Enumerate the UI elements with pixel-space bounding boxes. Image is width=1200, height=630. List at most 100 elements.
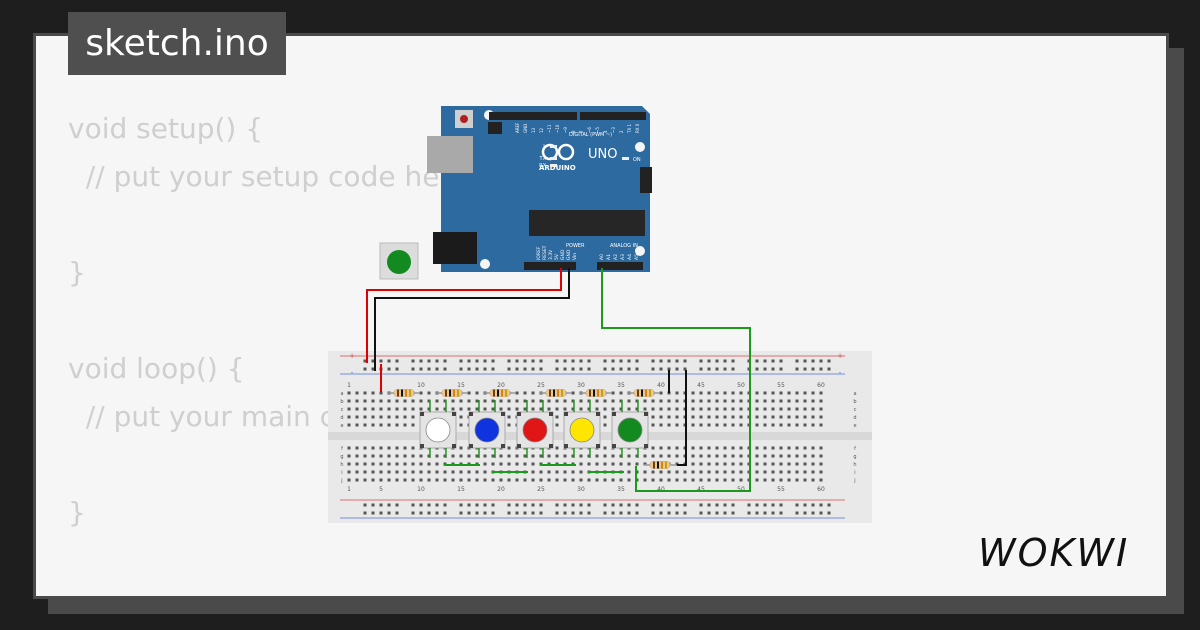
breadboard-hole[interactable] <box>347 470 351 474</box>
breadboard-hole[interactable] <box>371 470 375 474</box>
breadboard-hole[interactable] <box>691 454 695 458</box>
breadboard-hole[interactable] <box>763 423 767 427</box>
breadboard-hole[interactable] <box>403 407 407 411</box>
rail-hole[interactable] <box>435 367 439 371</box>
breadboard-hole[interactable] <box>731 446 735 450</box>
breadboard-hole[interactable] <box>779 470 783 474</box>
rail-hole[interactable] <box>363 359 367 363</box>
breadboard-hole[interactable] <box>787 478 791 482</box>
breadboard-hole[interactable] <box>731 415 735 419</box>
rail-hole[interactable] <box>619 367 623 371</box>
breadboard-hole[interactable] <box>411 399 415 403</box>
breadboard-hole[interactable] <box>795 462 799 466</box>
breadboard-hole[interactable] <box>771 454 775 458</box>
breadboard-hole[interactable] <box>811 478 815 482</box>
breadboard-hole[interactable] <box>811 446 815 450</box>
breadboard-hole[interactable] <box>811 415 815 419</box>
breadboard-hole[interactable] <box>739 470 743 474</box>
breadboard-hole[interactable] <box>779 462 783 466</box>
breadboard-hole[interactable] <box>651 478 655 482</box>
breadboard-hole[interactable] <box>587 454 591 458</box>
breadboard-hole[interactable] <box>403 478 407 482</box>
breadboard-hole[interactable] <box>771 391 775 395</box>
rail-hole[interactable] <box>587 367 591 371</box>
breadboard-hole[interactable] <box>387 446 391 450</box>
rail-hole[interactable] <box>699 367 703 371</box>
breadboard-hole[interactable] <box>491 407 495 411</box>
breadboard-hole[interactable] <box>683 470 687 474</box>
breadboard-hole[interactable] <box>819 454 823 458</box>
breadboard-hole[interactable] <box>707 454 711 458</box>
breadboard-hole[interactable] <box>563 478 567 482</box>
breadboard-hole[interactable] <box>515 391 519 395</box>
breadboard-hole[interactable] <box>795 423 799 427</box>
breadboard-hole[interactable] <box>515 407 519 411</box>
breadboard-hole[interactable] <box>499 407 503 411</box>
breadboard-hole[interactable] <box>507 478 511 482</box>
breadboard-hole[interactable] <box>723 446 727 450</box>
breadboard-hole[interactable] <box>635 407 639 411</box>
breadboard-hole[interactable] <box>699 399 703 403</box>
spare-pushbutton[interactable] <box>379 242 419 280</box>
breadboard-hole[interactable] <box>627 407 631 411</box>
breadboard-hole[interactable] <box>379 399 383 403</box>
breadboard-hole[interactable] <box>763 391 767 395</box>
rail-hole[interactable] <box>619 503 623 507</box>
breadboard-hole[interactable] <box>451 407 455 411</box>
rail-hole[interactable] <box>635 359 639 363</box>
breadboard-hole[interactable] <box>347 446 351 450</box>
rail-hole[interactable] <box>427 503 431 507</box>
breadboard-hole[interactable] <box>723 407 727 411</box>
breadboard-hole[interactable] <box>387 478 391 482</box>
breadboard-hole[interactable] <box>611 478 615 482</box>
breadboard-hole[interactable] <box>707 478 711 482</box>
file-tab[interactable]: sketch.ino <box>68 12 286 75</box>
rail-hole[interactable] <box>763 503 767 507</box>
breadboard-hole[interactable] <box>563 407 567 411</box>
breadboard-hole[interactable] <box>667 399 671 403</box>
rail-hole[interactable] <box>579 503 583 507</box>
rail-hole[interactable] <box>491 503 495 507</box>
rail-hole[interactable] <box>531 511 535 515</box>
breadboard-hole[interactable] <box>571 454 575 458</box>
breadboard-hole[interactable] <box>707 399 711 403</box>
breadboard-hole[interactable] <box>643 407 647 411</box>
rail-hole[interactable] <box>707 359 711 363</box>
rail-hole[interactable] <box>555 503 559 507</box>
breadboard-hole[interactable] <box>531 391 535 395</box>
breadboard-hole[interactable] <box>763 454 767 458</box>
breadboard-hole[interactable] <box>659 470 663 474</box>
breadboard-hole[interactable] <box>411 423 415 427</box>
breadboard-hole[interactable] <box>651 407 655 411</box>
breadboard-hole[interactable] <box>379 462 383 466</box>
breadboard-hole[interactable] <box>563 399 567 403</box>
breadboard-hole[interactable] <box>643 478 647 482</box>
rail-hole[interactable] <box>659 359 663 363</box>
breadboard-hole[interactable] <box>771 399 775 403</box>
rail-hole[interactable] <box>667 511 671 515</box>
breadboard-hole[interactable] <box>507 462 511 466</box>
breadboard-hole[interactable] <box>643 462 647 466</box>
rail-hole[interactable] <box>515 359 519 363</box>
breadboard-hole[interactable] <box>803 423 807 427</box>
breadboard-hole[interactable] <box>763 446 767 450</box>
breadboard-hole[interactable] <box>499 454 503 458</box>
rail-hole[interactable] <box>379 511 383 515</box>
rail-hole[interactable] <box>587 503 591 507</box>
breadboard-hole[interactable] <box>459 478 463 482</box>
breadboard-hole[interactable] <box>435 470 439 474</box>
breadboard-hole[interactable] <box>483 462 487 466</box>
rail-hole[interactable] <box>539 503 543 507</box>
breadboard-hole[interactable] <box>659 399 663 403</box>
breadboard-hole[interactable] <box>715 415 719 419</box>
rail-hole[interactable] <box>411 511 415 515</box>
rail-hole[interactable] <box>371 359 375 363</box>
breadboard-hole[interactable] <box>459 399 463 403</box>
breadboard-hole[interactable] <box>611 407 615 411</box>
breadboard-hole[interactable] <box>651 446 655 450</box>
breadboard-hole[interactable] <box>603 399 607 403</box>
rail-hole[interactable] <box>555 511 559 515</box>
breadboard-hole[interactable] <box>755 391 759 395</box>
rail-hole[interactable] <box>491 359 495 363</box>
breadboard-hole[interactable] <box>403 399 407 403</box>
